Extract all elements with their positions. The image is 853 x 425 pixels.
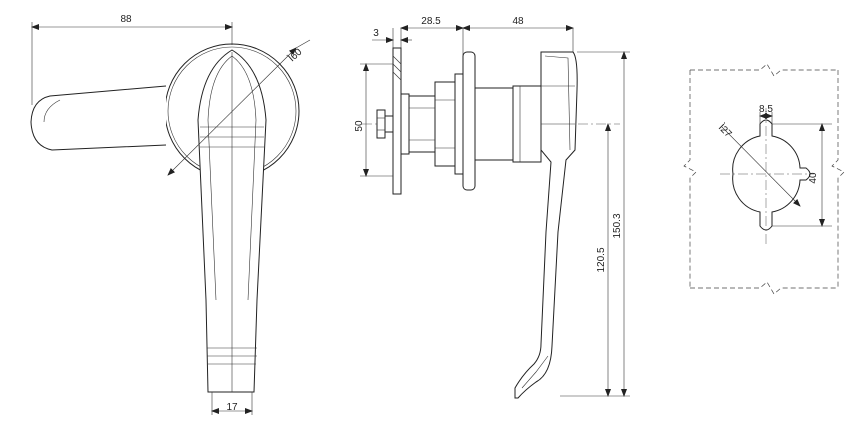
panel-cutout-view (683, 63, 845, 295)
side-view (360, 25, 630, 399)
dim-handle-width: 17 (226, 402, 238, 413)
dim-length-150: 150.3 (612, 213, 623, 238)
dim-offset-b: 48 (512, 16, 524, 27)
dim-front-width: 88 (120, 14, 132, 25)
dim-length-120: 120.5 (596, 247, 607, 272)
front-view (30, 22, 311, 415)
dim-cutout-height: 40 (808, 172, 819, 184)
dim-rosette-diameter: Ì60 (285, 45, 304, 64)
dim-panel-thickness: 3 (373, 28, 379, 39)
dim-offset-a: 28.5 (421, 16, 441, 27)
dim-height-50: 50 (354, 120, 365, 132)
dim-slot-width: 8.5 (759, 104, 773, 115)
